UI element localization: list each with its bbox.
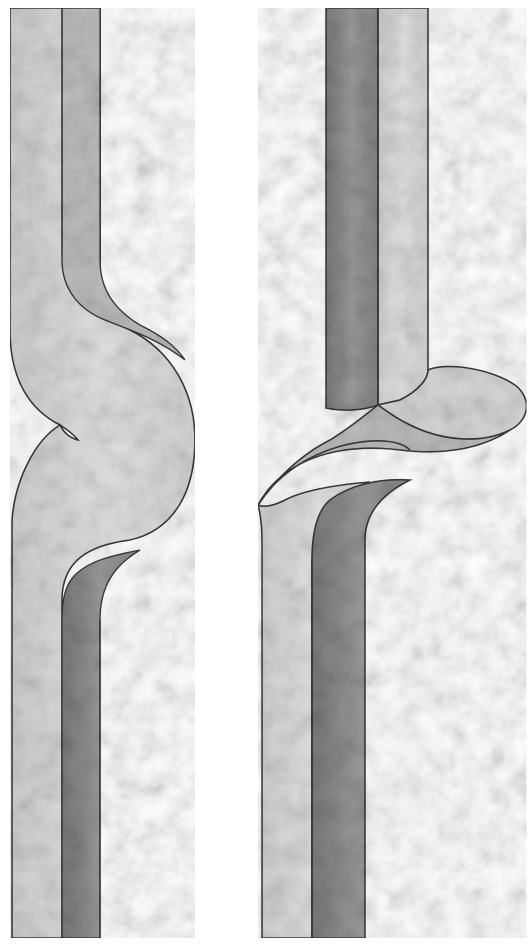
- left-lower-dark-face: [62, 550, 140, 938]
- right-upper-light-face: [378, 8, 428, 405]
- right-strip-illustration: [258, 8, 526, 938]
- right-upper-dark-face: [326, 8, 378, 410]
- right-lower-dark-face: [312, 480, 410, 938]
- left-bulge-body: [10, 8, 195, 938]
- left-strip-illustration: [10, 8, 195, 938]
